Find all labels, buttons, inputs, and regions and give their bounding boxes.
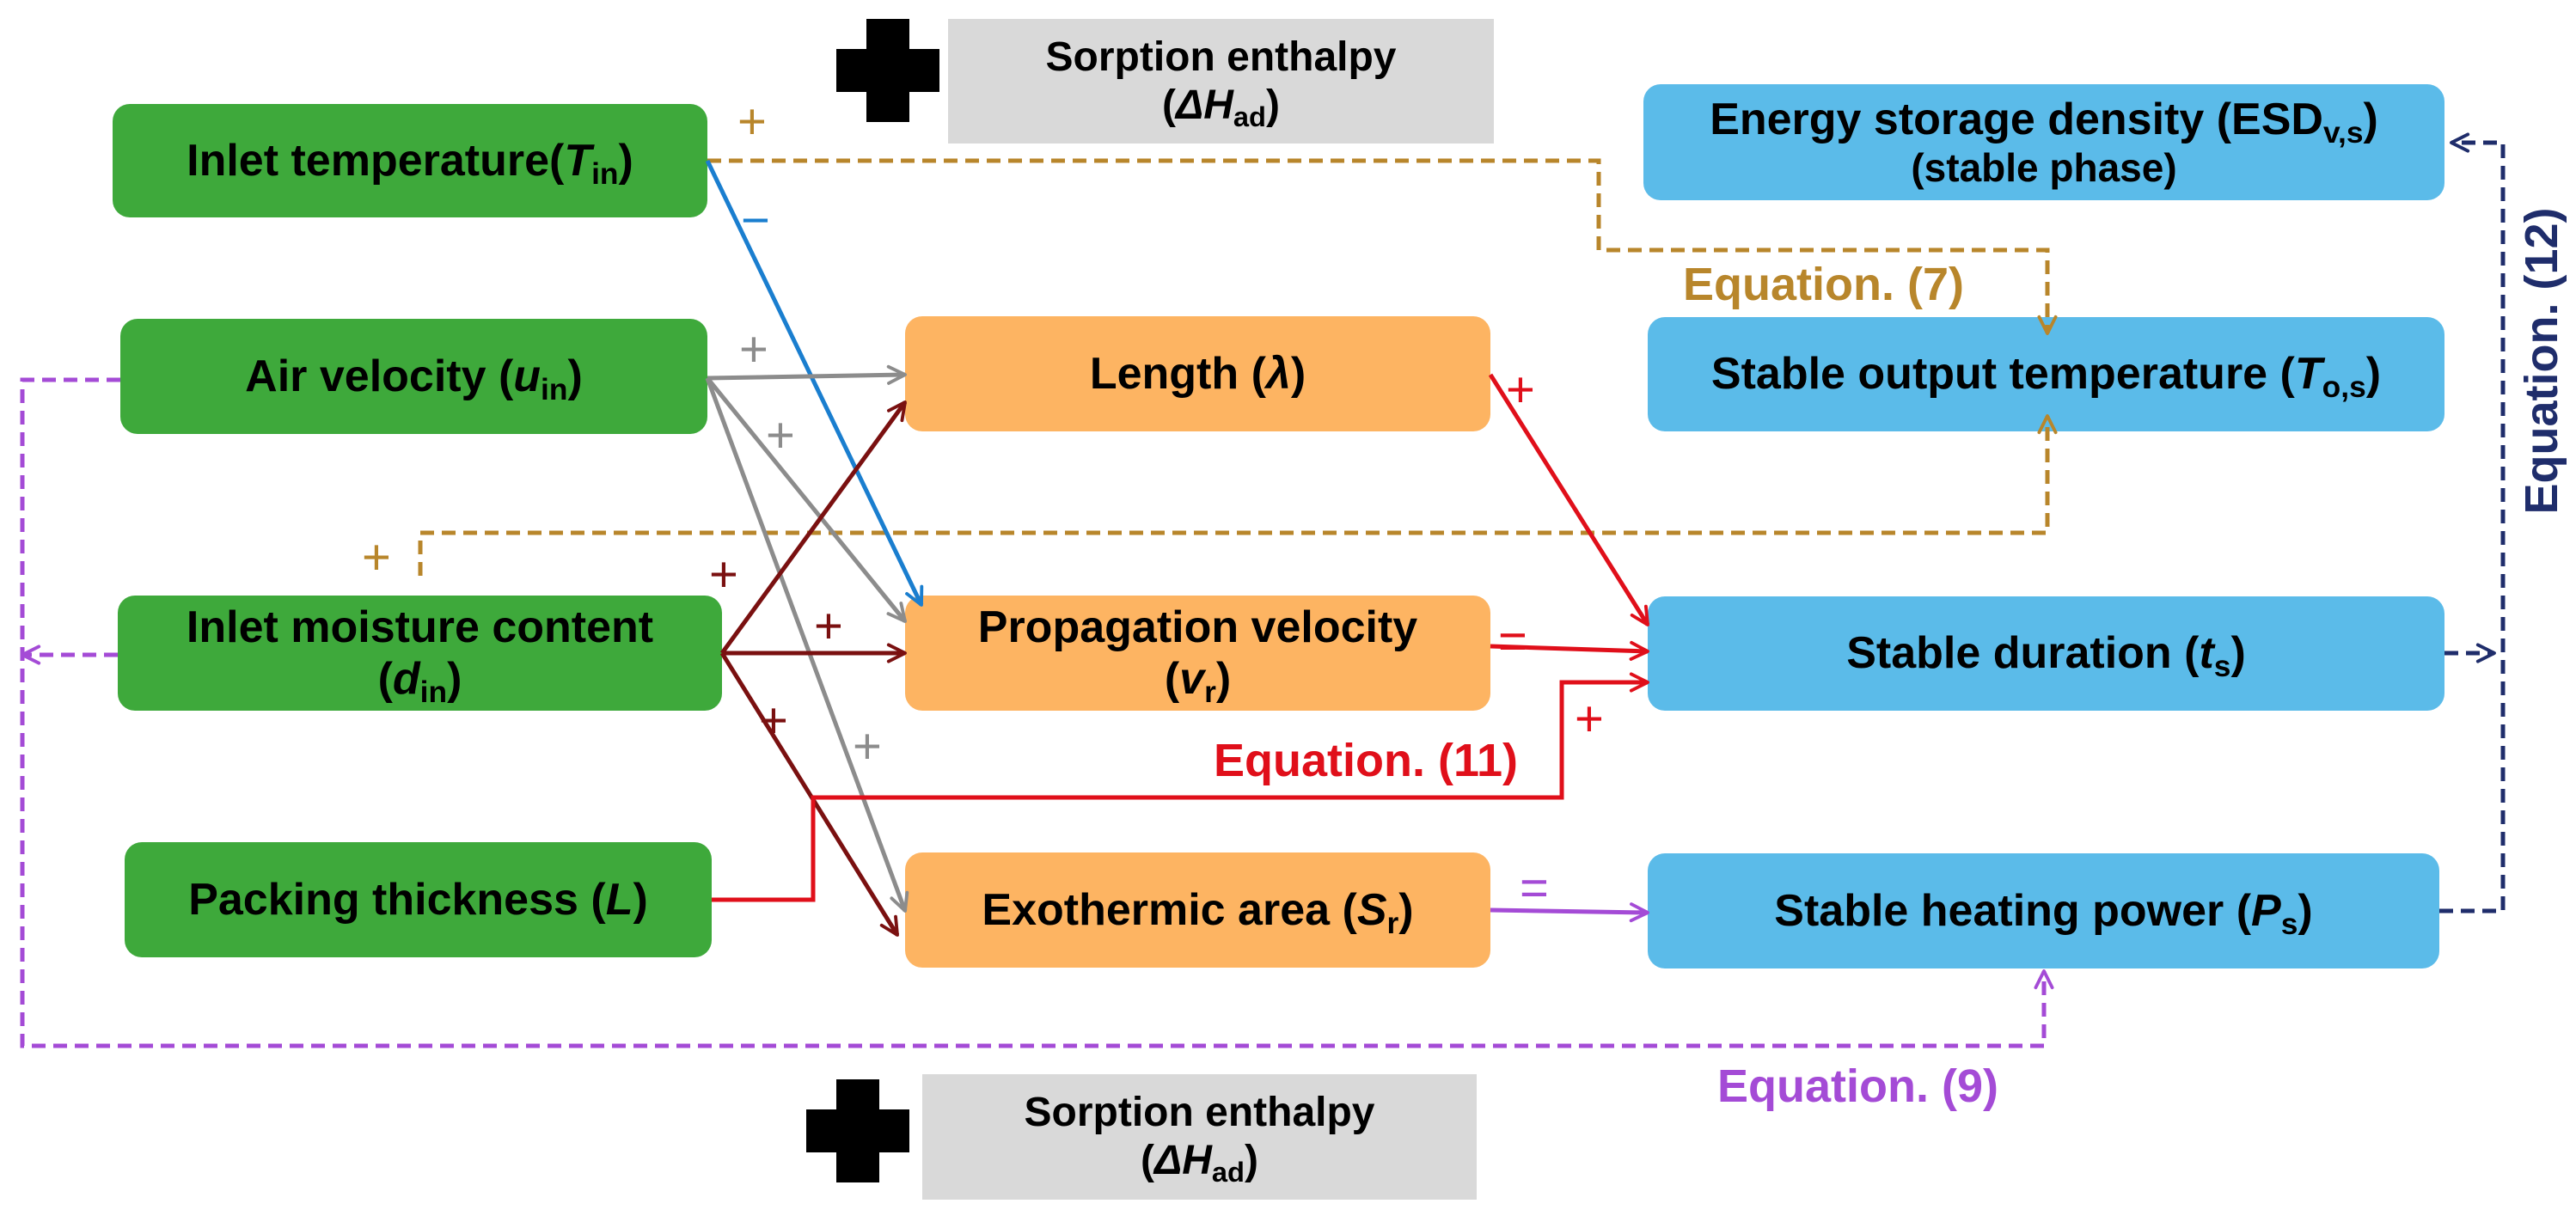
- sign-plus-temp-to-esd: +: [737, 94, 767, 150]
- connector-velocity-to-length: [707, 364, 907, 385]
- connector-exothermic-to-power: [1490, 902, 1649, 923]
- plus-icon: [836, 19, 939, 122]
- sorption-enthalpy-box-top: Sorption enthalpy (ΔHad): [948, 19, 1494, 144]
- inlet-moisture-box: Inlet moisture content (din): [118, 596, 722, 711]
- sign-minus-temp-to-propagation: −: [741, 192, 770, 248]
- stable-duration-box: Stable duration (ts): [1648, 596, 2444, 711]
- connector-velocity-to-propagation: [706, 376, 907, 623]
- sign-plus-velocity-to-exothermic: +: [853, 718, 882, 774]
- equation-7-label: Equation. (7): [1683, 259, 1964, 310]
- sign-plus-velocity-to-propagation: +: [766, 407, 795, 463]
- length-box: Length (λ): [905, 316, 1490, 431]
- equation-12-label: Equation. (12): [2516, 207, 2567, 515]
- connector-moisture-to-output-temp: [418, 414, 2058, 576]
- connector-propagation-to-duration: [1490, 640, 1649, 661]
- plus-icon: [806, 1079, 909, 1182]
- equation-11-label: Equation. (11): [1214, 735, 1519, 786]
- sign-plus-length-to-duration: +: [1506, 362, 1535, 418]
- connector-velocity-to-exothermic: [705, 377, 909, 913]
- packing-thickness-box: Packing thickness (L): [125, 842, 712, 957]
- sign-plus-moisture-to-output-temp: +: [362, 529, 391, 585]
- air-velocity-box: Air velocity (uin): [120, 319, 707, 434]
- connector-length-to-duration: [1488, 373, 1650, 626]
- stable-output-temperature-box: Stable output temperature (To,s): [1648, 317, 2444, 431]
- sign-plus-moisture-to-exothermic: +: [759, 693, 788, 748]
- sign-plus-moisture-to-length: +: [709, 547, 738, 602]
- connector-temp-to-propagation: [705, 159, 924, 607]
- sign-plus-moisture-to-propagation: +: [814, 598, 843, 654]
- connector-temp-to-output-temp: [707, 158, 2058, 335]
- stable-heating-power-box: Stable heating power (Ps): [1648, 853, 2439, 968]
- sorption-enthalpy-box-bottom: Sorption enthalpy (ΔHad): [922, 1074, 1477, 1200]
- connector-power-to-esd: [2439, 132, 2506, 913]
- inlet-temperature-box: Inlet temperature(Tin): [113, 104, 707, 217]
- propagation-velocity-box: Propagation velocity (vr): [905, 596, 1490, 711]
- connector-moisture-to-exothermic: [719, 651, 900, 937]
- sign-plus-packing-to-duration: +: [1575, 691, 1604, 747]
- connector-velocity-to-power: [20, 377, 2054, 1048]
- sign-plus-velocity-to-length: +: [739, 321, 768, 377]
- sign-minus-propagation-to-duration: =: [1498, 614, 1527, 669]
- exothermic-area-box: Exothermic area (Sr): [905, 852, 1490, 968]
- energy-storage-density-box: Energy storage density (ESDv,s) (stable …: [1643, 84, 2444, 200]
- connector-packing-to-duration: [712, 672, 1649, 902]
- sign-equal-exothermic-to-power: =: [1520, 860, 1549, 916]
- connector-moisture-to-length: [719, 400, 908, 655]
- equation-9-label: Equation. (9): [1717, 1060, 1998, 1112]
